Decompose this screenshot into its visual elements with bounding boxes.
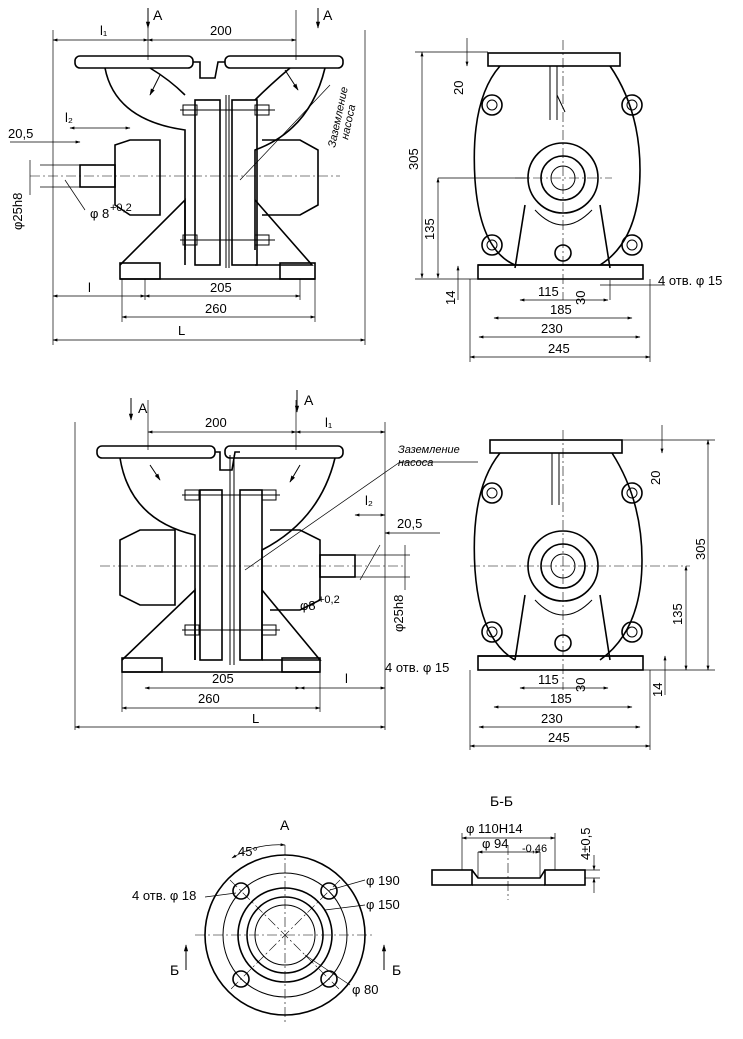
- ground-note-line1: Заземление: [398, 444, 460, 456]
- flange-d150: φ 150: [366, 897, 400, 912]
- dim-pin: φ8: [300, 598, 316, 613]
- mark-a-left: A: [138, 400, 148, 416]
- dim-245: 245: [548, 341, 570, 356]
- dim-245: 245: [548, 730, 570, 745]
- section-d94: φ 94: [482, 836, 509, 851]
- dim-holes: 4 отв. φ 15: [658, 273, 722, 288]
- flange-mark-right: Б: [392, 962, 401, 978]
- dim-205: 205: [212, 671, 234, 686]
- dim-l1: l₁: [325, 415, 333, 430]
- flange-d80: φ 80: [352, 982, 379, 997]
- dim-185: 185: [550, 691, 572, 706]
- dim-135: 135: [422, 218, 437, 240]
- flange-angle: 45°: [238, 844, 258, 859]
- dim-pin-tol: +0,2: [318, 594, 340, 606]
- ground-note-line2: насоса: [398, 457, 433, 469]
- dim-305: 305: [693, 538, 708, 560]
- dim-260: 260: [198, 691, 220, 706]
- flange-title: А: [280, 817, 290, 833]
- section-d94-tol: -0,46: [522, 843, 547, 855]
- dim-L: L: [252, 711, 259, 726]
- dim-shaft: φ25h8: [10, 193, 25, 230]
- dim-30: 30: [573, 678, 588, 692]
- top-left-side-view: A A l₁ 200 l₂ 20,5 φ25h8 φ 8 +0,2 l 205 …: [8, 7, 366, 345]
- dim-pin: φ 8: [90, 206, 109, 221]
- section-title: Б-Б: [490, 793, 513, 809]
- dim-230: 230: [541, 711, 563, 726]
- mark-a-left: A: [153, 7, 163, 23]
- flange-mark-left: Б: [170, 962, 179, 978]
- dim-l2: l₂: [365, 493, 373, 508]
- dim-holes: 4 отв. φ 15: [385, 660, 449, 675]
- dim-20-5: 20,5: [8, 126, 33, 141]
- top-right-front-view: 305 20 135 14 115 30 185 230 245 4 отв. …: [406, 38, 722, 362]
- section-depth: 4±0,5: [578, 828, 593, 860]
- dim-shaft: φ25h8: [391, 595, 406, 632]
- dim-115: 115: [538, 672, 559, 687]
- flange-view-a: А 45° 4 отв. φ 18 φ 190 φ 150 φ 80 Б Б: [132, 817, 401, 1025]
- dim-260: 260: [205, 301, 227, 316]
- dim-20: 20: [648, 471, 663, 485]
- dim-230: 230: [541, 321, 563, 336]
- dim-l: l: [88, 280, 91, 295]
- dim-14: 14: [650, 683, 665, 697]
- dim-20: 20: [451, 81, 466, 95]
- dim-L: L: [178, 323, 185, 338]
- dim-205: 205: [210, 280, 232, 295]
- mark-a-right: A: [304, 392, 314, 408]
- dim-200: 200: [205, 415, 227, 430]
- dim-pin-tol: +0,2: [110, 202, 132, 214]
- dim-l2: l₂: [65, 110, 73, 125]
- dim-20-5: 20,5: [397, 516, 422, 531]
- dim-30: 30: [573, 291, 588, 305]
- dim-305: 305: [406, 148, 421, 170]
- dim-14: 14: [443, 291, 458, 305]
- dim-l1: l₁: [100, 23, 108, 38]
- dim-115: 115: [538, 284, 559, 299]
- flange-d190: φ 190: [366, 873, 400, 888]
- dim-l: l: [345, 671, 348, 686]
- dim-200: 200: [210, 23, 232, 38]
- mark-a-right: A: [323, 7, 333, 23]
- middle-right-front-view: 20 305 135 14 115 30 185 230 245: [469, 425, 715, 750]
- section-d110: φ 110H14: [466, 821, 523, 836]
- section-b-b: Б-Б φ 110H14 φ 94 -0,46 4±0,5: [431, 793, 600, 900]
- dim-135: 135: [670, 603, 685, 625]
- dim-185: 185: [550, 302, 572, 317]
- middle-left-side-view: A A 200 l₁ l₂ 20,5 φ25h8 φ8 +0,2 205 l 2…: [74, 390, 478, 730]
- flange-holes: 4 отв. φ 18: [132, 888, 196, 903]
